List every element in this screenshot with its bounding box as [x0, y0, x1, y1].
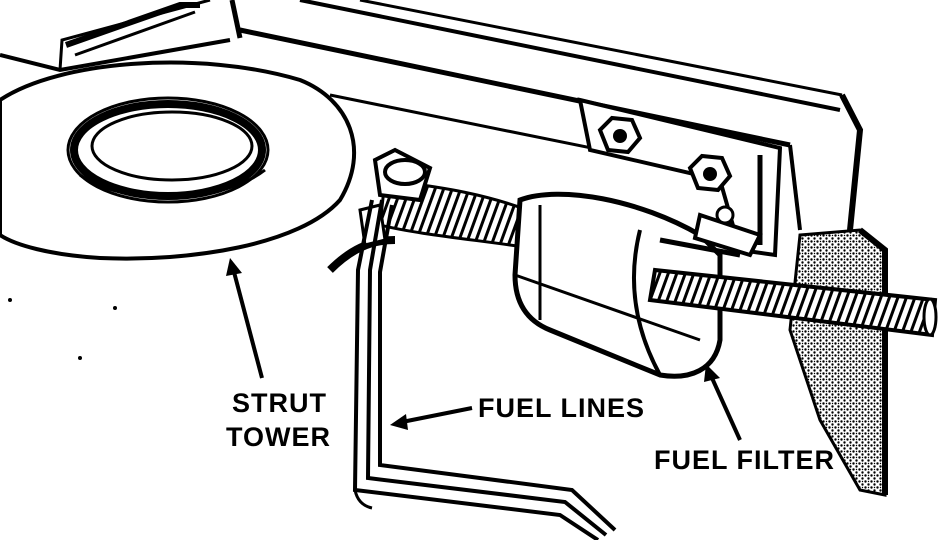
fuel-lines-leader	[390, 406, 473, 430]
bracket-nut-lower	[687, 153, 733, 193]
fuel-lines-label: FUEL LINES	[478, 393, 646, 423]
speckles	[8, 298, 117, 360]
strut-tower	[0, 60, 357, 261]
fuel-filter	[512, 191, 763, 379]
bracket-nut-upper	[597, 115, 643, 155]
strut-tower-leader	[226, 258, 264, 379]
fuel-lines	[352, 199, 617, 540]
strut-tower-label-line2: TOWER	[226, 422, 331, 452]
strut-tower-label-line1: STRUT	[232, 388, 327, 418]
fuel-filter-leader	[704, 364, 742, 441]
fuel-filter-label: FUEL FILTER	[654, 445, 835, 475]
outlet-hose	[647, 267, 938, 338]
